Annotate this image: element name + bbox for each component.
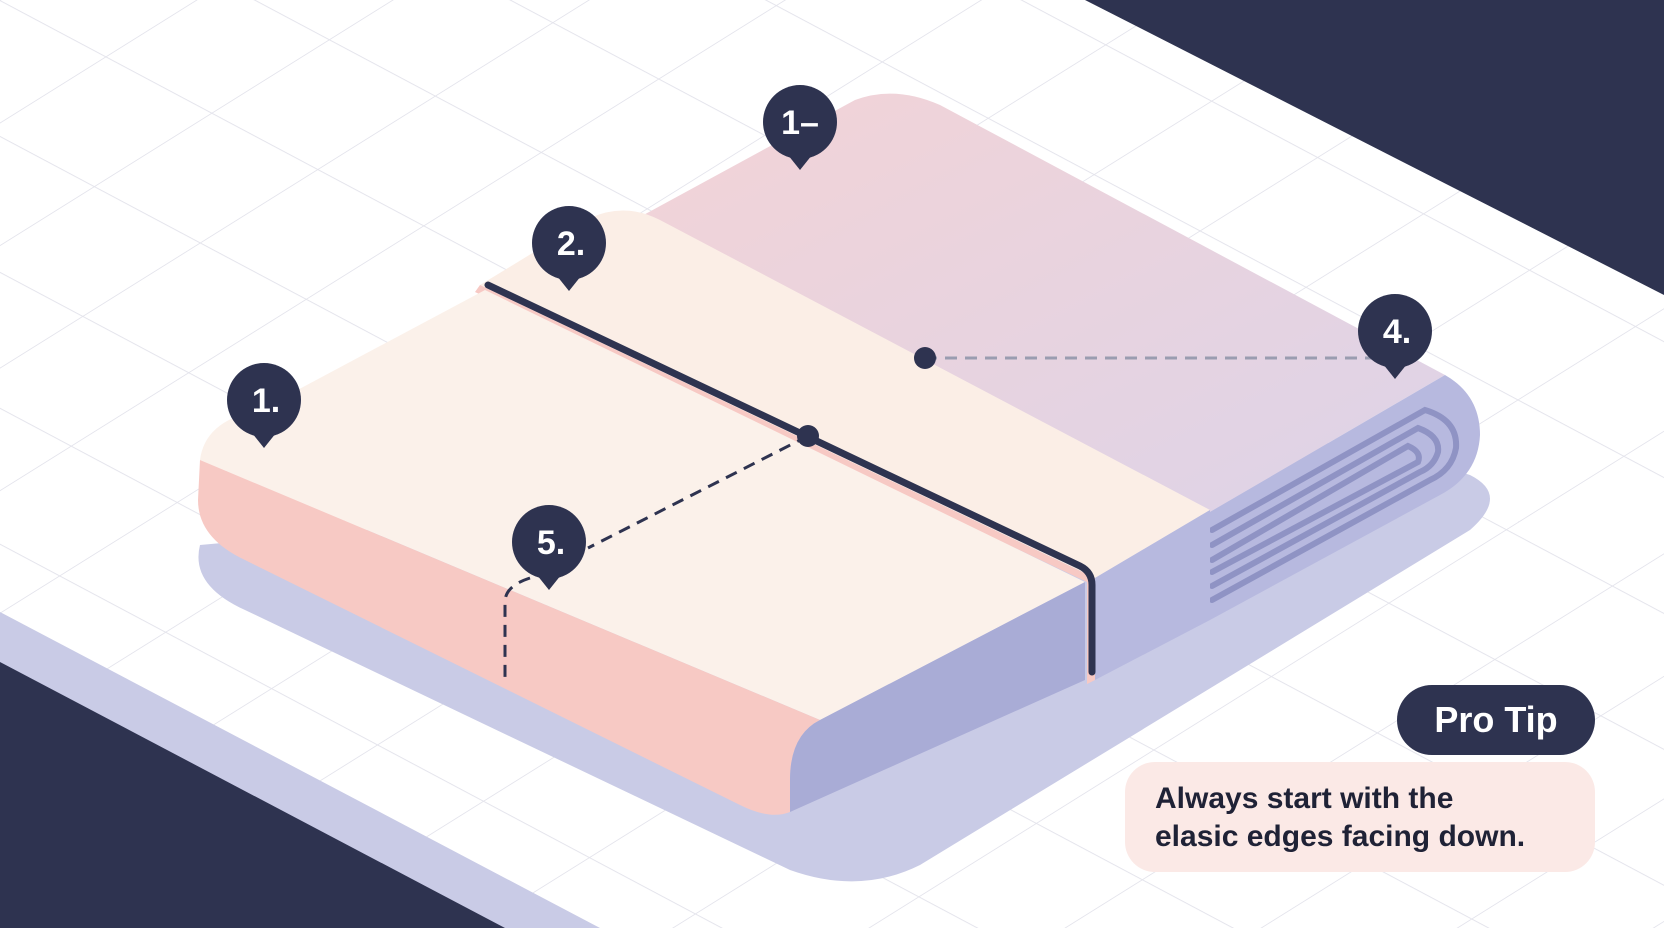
front-layer-right-face bbox=[790, 582, 1085, 812]
marker-2: 2. bbox=[532, 206, 606, 291]
guide-dot-5 bbox=[797, 425, 819, 447]
guide-dot-4 bbox=[914, 347, 936, 369]
guide-line-5 bbox=[503, 434, 809, 680]
marker-4: 4. bbox=[1358, 294, 1432, 379]
bottom-left-dark-corner bbox=[0, 662, 505, 928]
pro-tip-badge: Pro Tip bbox=[1397, 685, 1595, 755]
marker-5: 5. bbox=[512, 505, 586, 590]
marker-4-label: 4. bbox=[1383, 313, 1411, 351]
middle-layer-side bbox=[1095, 510, 1210, 680]
marker-1-top-label: 1– bbox=[781, 104, 819, 142]
pro-tip-line-2: elasic edges facing down. bbox=[1155, 820, 1526, 853]
marker-1-top: 1– bbox=[763, 85, 837, 170]
pro-tip-box: Always start with the elasic edges facin… bbox=[1125, 762, 1595, 872]
front-layer-front-face bbox=[198, 460, 820, 815]
middle-layer-top bbox=[480, 210, 1210, 578]
back-layer-top bbox=[625, 93, 1445, 513]
marker-5-label: 5. bbox=[537, 524, 565, 562]
elastic-edge-line bbox=[484, 281, 1096, 676]
marker-1-left: 1. bbox=[227, 363, 301, 448]
pro-tip-line-1: Always start with the bbox=[1155, 782, 1454, 815]
back-layer-side bbox=[1210, 375, 1480, 620]
pro-tip-badge-label: Pro Tip bbox=[1434, 699, 1558, 740]
front-layer-top bbox=[200, 290, 1085, 720]
top-right-dark-corner bbox=[1085, 0, 1664, 295]
marker-2-label: 2. bbox=[557, 225, 585, 263]
folded-edges-icon bbox=[1209, 406, 1460, 603]
marker-1-left-label: 1. bbox=[252, 382, 280, 420]
